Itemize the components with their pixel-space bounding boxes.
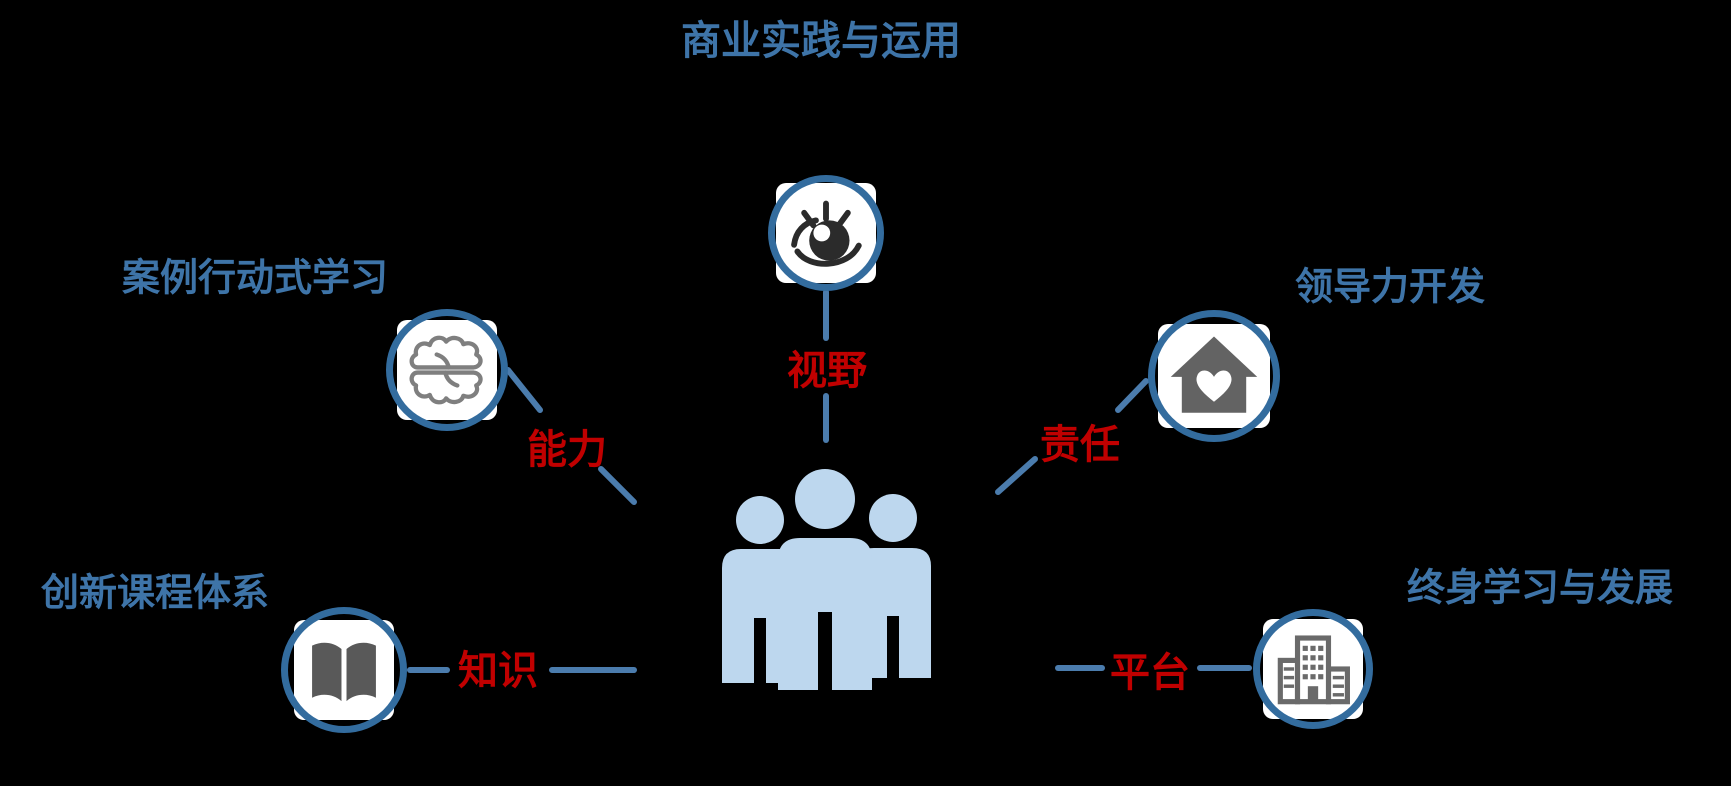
keyword-label-ability: 能力 bbox=[527, 428, 607, 472]
node-ring bbox=[1148, 310, 1280, 442]
keyword-label-vision: 视野 bbox=[787, 349, 867, 393]
node-vision bbox=[768, 175, 884, 291]
node-ring bbox=[768, 175, 884, 291]
node-ring bbox=[281, 607, 407, 733]
connector-lines bbox=[407, 289, 1252, 673]
node-ring bbox=[386, 309, 508, 431]
category-label-leadership-development: 领导力开发 bbox=[1294, 266, 1486, 309]
connector-ability-to-people bbox=[598, 466, 637, 505]
keyword-label-responsibility: 责任 bbox=[1040, 423, 1120, 467]
keyword-label-platform: 平台 bbox=[1110, 651, 1190, 695]
category-label-case-action-learning: 案例行动式学习 bbox=[121, 257, 389, 300]
node-ability bbox=[386, 309, 508, 431]
category-label-lifelong-learning: 终身学习与发展 bbox=[1406, 567, 1674, 610]
keyword-label-knowledge: 知识 bbox=[458, 649, 538, 693]
person-right bbox=[855, 494, 931, 678]
people-group-figure bbox=[722, 469, 931, 690]
person-center bbox=[778, 469, 872, 690]
node-knowledge bbox=[281, 607, 407, 733]
connector-responsibility-to-house bbox=[1115, 378, 1149, 413]
connector-brain-to-ability bbox=[505, 367, 543, 413]
connector-people-to-responsibility bbox=[995, 456, 1038, 495]
node-platform bbox=[1253, 609, 1373, 729]
node-ring bbox=[1253, 609, 1373, 729]
category-label-innovative-curriculum: 创新课程体系 bbox=[40, 572, 270, 615]
category-label-business-practice: 商业实践与运用 bbox=[681, 19, 961, 63]
node-responsibility bbox=[1148, 310, 1280, 442]
